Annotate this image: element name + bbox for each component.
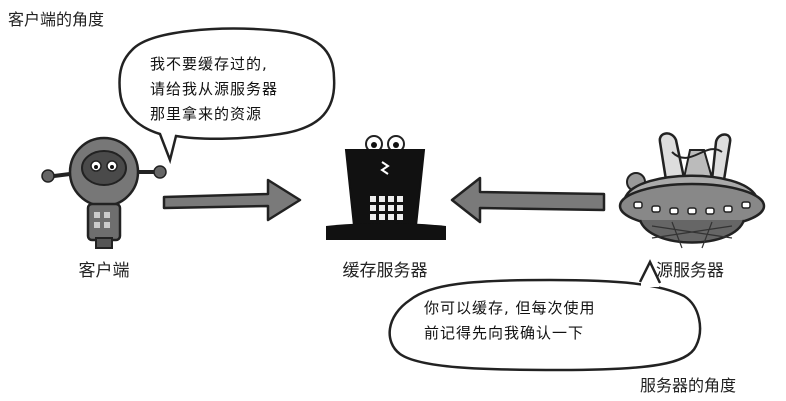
server-perspective-label: 服务器的角度	[640, 376, 737, 395]
server-speech-bubble	[388, 259, 702, 372]
request-arrow	[162, 178, 302, 222]
server-bubble-text: 你可以缓存, 但每次使用 前记得先向我确认一下	[424, 296, 596, 346]
client-label: 客户端	[78, 261, 130, 281]
client-perspective-label: 客户端的角度	[8, 10, 105, 29]
client-bubble-line: 请给我从源服务器	[150, 80, 279, 98]
server-bubble-line: 前记得先向我确认一下	[424, 324, 585, 342]
client-speech-bubble	[118, 27, 336, 165]
client-bubble-text: 我不要缓存过的, 请给我从源服务器 那里拿来的资源	[150, 52, 278, 127]
origin-server-icon	[618, 132, 766, 249]
server-bubble-line: 你可以缓存, 但每次使用	[424, 299, 596, 317]
client-bubble-line: 那里拿来的资源	[150, 105, 263, 123]
cache-server-icon	[326, 135, 446, 240]
client-robot-icon	[41, 136, 167, 249]
client-bubble-line: 我不要缓存过的,	[150, 55, 268, 73]
response-arrow	[450, 176, 606, 224]
origin-server-label: 源服务器	[656, 261, 724, 281]
cache-server-label: 缓存服务器	[342, 261, 428, 281]
